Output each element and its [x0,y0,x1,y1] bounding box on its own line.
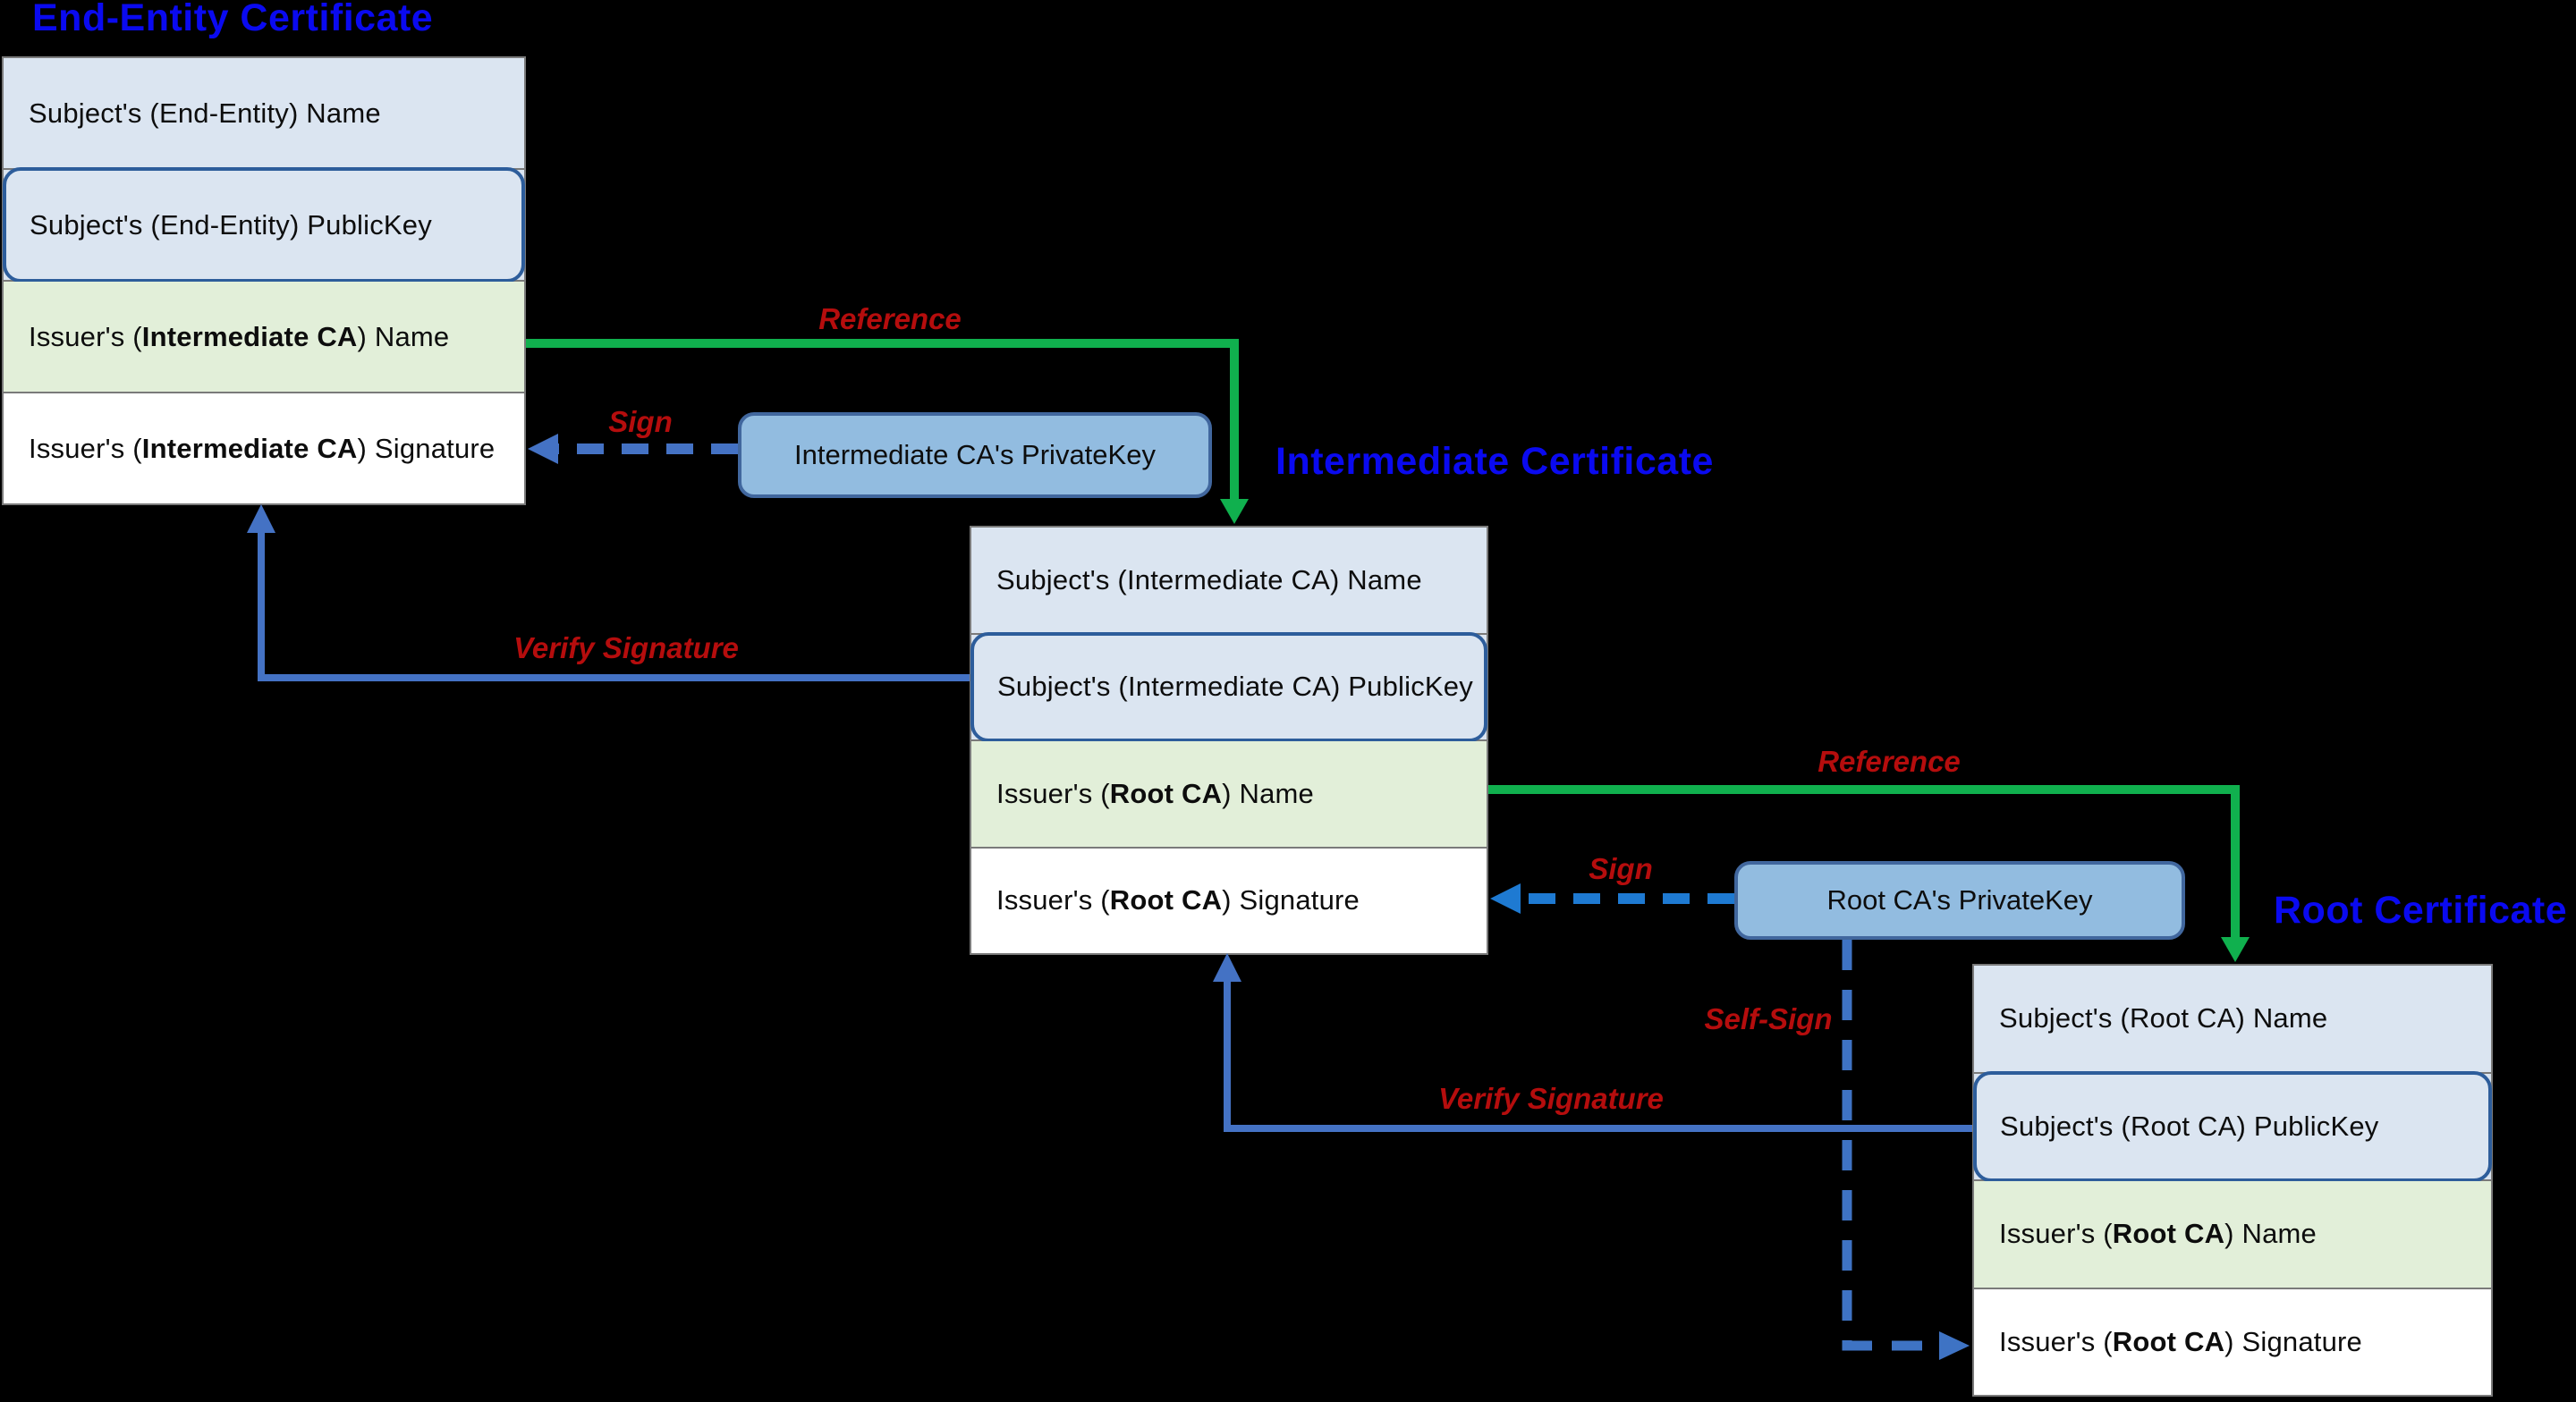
sign-label-2: Sign [1589,852,1653,885]
end-entity-public-key-label: Subject's (End-Entity) PublicKey [30,208,432,241]
root-public-key-outline: Subject's (Root CA) PublicKey [1973,1070,2492,1182]
sign-label-1: Sign [608,405,673,438]
intermediate-public-key-row: Subject's (Intermediate CA) PublicKey [970,631,1487,742]
sign-arrowhead-2 [1490,883,1521,914]
root-subject-name-row: Subject's (Root CA) Name [1974,966,2491,1072]
intermediate-subject-name-label: Subject's (Intermediate CA) Name [996,563,1422,595]
end-entity-certificate-title: End-Entity Certificate [32,0,434,39]
reference-arrowhead-1 [1220,499,1249,524]
end-entity-issuer-name-label: Issuer's (Intermediate CA) Name [29,320,450,352]
intermediate-subject-name-row: Subject's (Intermediate CA) Name [971,528,1487,633]
self-sign-label: Self-Sign [1704,1002,1833,1035]
root-public-key-row: Subject's (Root CA) PublicKey [1973,1070,2492,1182]
end-entity-issuer-signature-label: Issuer's (Intermediate CA) Signature [29,432,496,464]
end-entity-public-key-outline: Subject's (End-Entity) PublicKey [3,167,525,283]
self-sign-arrowhead [1939,1331,1970,1360]
intermediate-issuer-name-row: Issuer's (Root CA) Name [971,741,1487,847]
root-public-key-label: Subject's (Root CA) PublicKey [2000,1110,2379,1142]
intermediate-issuer-signature-label: Issuer's (Root CA) Signature [996,884,1360,916]
root-issuer-signature-label: Issuer's (Root CA) Signature [1999,1325,2362,1357]
end-entity-issuer-signature-row: Issuer's (Intermediate CA) Signature [4,393,524,503]
end-entity-certificate-box: Subject's (End-Entity) Name Subject's (E… [2,56,526,505]
intermediate-certificate-box: Subject's (Intermediate CA) Name Subject… [970,526,1488,955]
end-entity-issuer-name-row: Issuer's (Intermediate CA) Name [4,282,524,392]
verify-signature-arrowhead-2 [1213,953,1241,982]
reference-label-1: Reference [818,302,962,335]
intermediate-ca-private-key-box: Intermediate CA's PrivateKey [738,412,1212,498]
intermediate-issuer-name-label: Issuer's (Root CA) Name [996,777,1314,809]
root-certificate-box: Subject's (Root CA) Name Subject's (Root… [1972,964,2493,1397]
intermediate-public-key-label: Subject's (Intermediate CA) PublicKey [997,671,1473,703]
verify-signature-label-2: Verify Signature [1438,1082,1664,1115]
root-certificate-title: Root Certificate [2274,889,2568,932]
intermediate-public-key-outline: Subject's (Intermediate CA) PublicKey [970,631,1487,742]
root-issuer-name-row: Issuer's (Root CA) Name [1974,1181,2491,1288]
end-entity-public-key-row: Subject's (End-Entity) PublicKey [3,167,525,283]
intermediate-issuer-signature-row: Issuer's (Root CA) Signature [971,848,1487,953]
root-subject-name-label: Subject's (Root CA) Name [1999,1002,2328,1035]
intermediate-certificate-title: Intermediate Certificate [1275,440,1714,483]
reference-label-2: Reference [1818,745,1961,778]
root-issuer-signature-row: Issuer's (Root CA) Signature [1974,1288,2491,1395]
verify-signature-label-1: Verify Signature [513,631,739,664]
root-issuer-name-label: Issuer's (Root CA) Name [1999,1218,2317,1250]
end-entity-subject-name-label: Subject's (End-Entity) Name [29,97,381,129]
verify-signature-arrowhead-1 [247,504,275,533]
reference-arrowhead-2 [2221,937,2250,962]
root-ca-private-key-box: Root CA's PrivateKey [1734,861,2185,940]
end-entity-subject-name-row: Subject's (End-Entity) Name [4,58,524,168]
